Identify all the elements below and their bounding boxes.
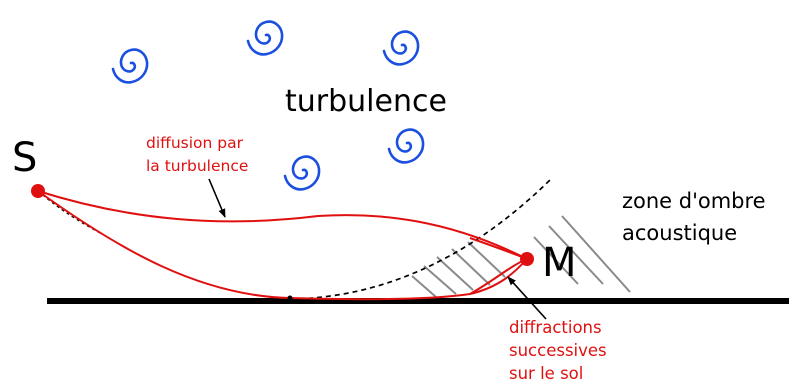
receiver-label: M — [542, 240, 577, 286]
scattering-arrow — [209, 179, 225, 217]
grazing-point — [288, 296, 293, 301]
scattering-note-line1: diffusion par — [146, 134, 244, 152]
shadow-zone-label-line2: acoustique — [622, 221, 737, 245]
scattered-ray — [38, 191, 527, 259]
shadow-zone-label-line1: zone d'ombre — [622, 189, 766, 213]
eddy-icon — [285, 157, 319, 190]
eddy-icon — [113, 50, 147, 83]
boundary-to-receiver — [470, 238, 527, 259]
eddy-icon — [389, 130, 423, 163]
diffraction-note-line3: sur le sol — [509, 364, 583, 381]
diffraction-note-line2: successives — [509, 341, 607, 360]
source-label: S — [12, 135, 37, 181]
eddy-icon — [384, 32, 418, 65]
receiver-marker — [520, 252, 534, 266]
source-marker — [31, 184, 45, 198]
eddy-icon — [248, 22, 282, 55]
scattering-note-line2: la turbulence — [146, 157, 248, 175]
ray-paths — [38, 191, 527, 299]
shadow-zone-hatching-near — [412, 242, 505, 297]
diffraction-note-line1: diffractions — [509, 318, 602, 337]
turbulence-label: turbulence — [285, 84, 447, 119]
